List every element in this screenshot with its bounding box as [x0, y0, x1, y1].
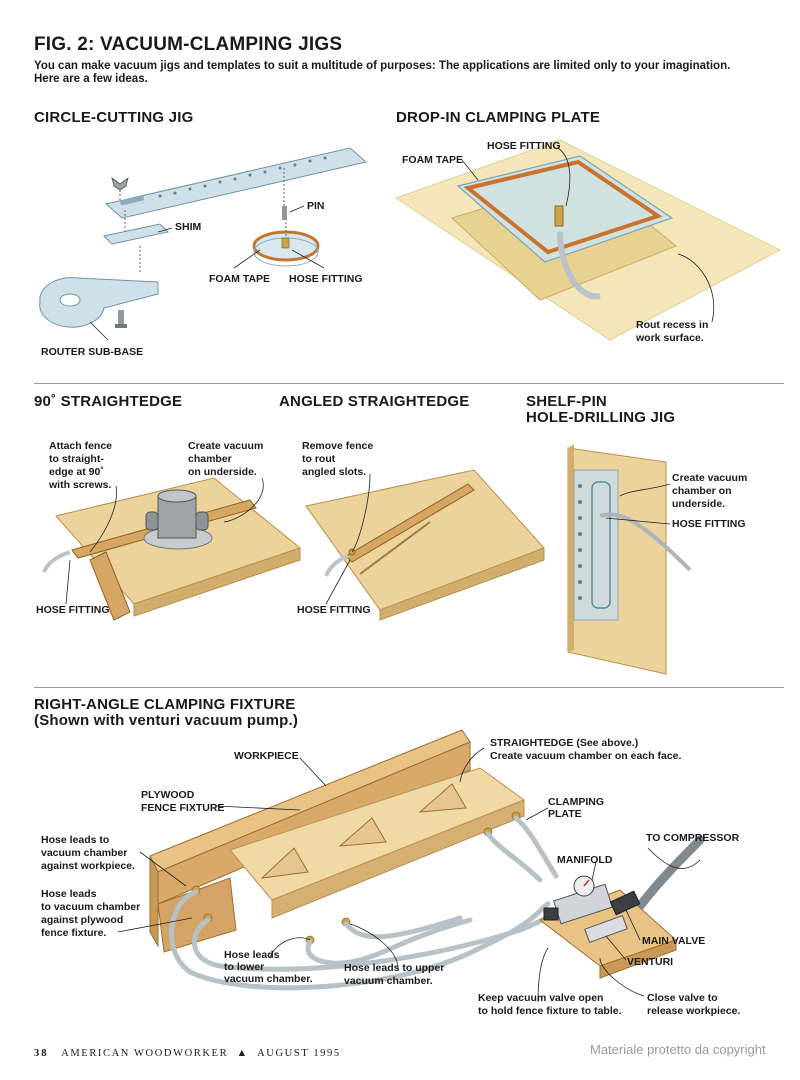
- hose-workpiece-line-2: vacuum chamber: [41, 847, 128, 859]
- issue-date: AUGUST 1995: [257, 1048, 341, 1059]
- attach-fence-line-2: to straight-: [49, 453, 104, 465]
- page-footer: 38 AMERICAN WOODWORKER ▲ AUGUST 1995: [34, 1048, 341, 1059]
- close-valve-line-1: Close valve to: [647, 992, 718, 1004]
- circle-cutting-heading: CIRCLE-CUTTING JIG: [34, 109, 194, 126]
- copyright-watermark: Materiale protetto da copyright: [590, 1042, 766, 1057]
- keep-valve-open-line-1: Keep vacuum valve open: [478, 992, 604, 1004]
- angled-board: [305, 469, 545, 611]
- rout-recess-line-2: work surface.: [636, 332, 704, 344]
- router-sub-base: [39, 277, 159, 328]
- clamping-plate-label-line-1: CLAMPING: [548, 796, 604, 808]
- keep-valve-open-line-2: to hold fence fixture to table.: [478, 1005, 622, 1017]
- workpiece-label: WORKPIECE: [234, 750, 299, 762]
- figure-title: FIG. 2: VACUUM-CLAMPING JIGS: [34, 34, 343, 55]
- right-angle-heading-line-1: RIGHT-ANGLE CLAMPING FIXTURE: [34, 696, 296, 713]
- rout-recess-line-1: Rout recess in: [636, 319, 709, 331]
- straightedge-90-heading: 90˚ STRAIGHTEDGE: [34, 393, 183, 410]
- jig-arm: [104, 147, 368, 219]
- shim-label: SHIM: [175, 221, 202, 233]
- close-valve-line-2: release workpiece.: [647, 1005, 741, 1017]
- create-chamber-line-2: chamber: [188, 453, 232, 465]
- shelf-create-line-3: underside.: [672, 498, 726, 510]
- shelf-pin-illustration: [567, 444, 692, 675]
- page-number: 38: [34, 1048, 49, 1059]
- straightedge-see-above-label: STRAIGHTEDGE (See above.): [490, 737, 639, 749]
- hose-workpiece-line-3: against workpiece.: [41, 860, 135, 872]
- clamping-plate: [456, 155, 674, 263]
- upper-chamber-line-1: Hose leads to upper: [344, 962, 445, 974]
- hose-plywood-line-2: to vacuum chamber: [41, 901, 141, 913]
- drop-in-heading: DROP-IN CLAMPING PLATE: [396, 109, 601, 126]
- hose-workpiece-line-1: Hose leads to: [41, 834, 110, 846]
- angled-straightedge-illustration: [305, 469, 545, 621]
- plywood-label-line-1: PLYWOOD: [141, 789, 195, 801]
- lower-chamber-line-1: Hose leads: [224, 949, 280, 961]
- main-valve: [609, 890, 641, 916]
- shelf-pin-heading-line-1: SHELF-PIN: [526, 393, 607, 410]
- lower-chamber-line-3: vacuum chamber.: [224, 973, 313, 985]
- drop-in-hose-fitting-label: HOSE FITTING: [487, 140, 561, 152]
- venturi-label: VENTURI: [627, 956, 674, 968]
- clamping-plate-label-line-2: PLATE: [548, 808, 582, 820]
- lower-chamber-line-2: to lower: [224, 961, 265, 973]
- hose-plywood-line-4: fence fixture.: [41, 927, 107, 939]
- shelf-pin-heading-line-2: HOLE-DRILLING JIG: [526, 409, 676, 426]
- router-icon: [143, 489, 213, 550]
- manifold-label: MANIFOLD: [557, 854, 613, 866]
- hose-fitting-label: HOSE FITTING: [289, 273, 363, 285]
- drop-in-illustration: [394, 139, 782, 341]
- venturi-body: [584, 914, 628, 944]
- remove-fence-line-3: angled slots.: [302, 466, 367, 478]
- to-compressor-label: TO COMPRESSOR: [646, 832, 740, 844]
- hose-plywood-line-1: Hose leads: [41, 888, 97, 900]
- plywood-label-line-2: FENCE FIXTURE: [141, 802, 225, 814]
- section-divider-2: [34, 687, 784, 688]
- section-divider-1: [34, 383, 784, 384]
- pin-label: PIN: [307, 200, 325, 212]
- right-angle-heading-line-2: (Shown with venturi vacuum pump.): [34, 712, 299, 729]
- shelf-create-line-1: Create vacuum: [672, 472, 748, 484]
- right-angle-illustration: [149, 729, 705, 991]
- create-chamber-line-3: on underside.: [188, 466, 257, 478]
- foam-tape-label: FOAM TAPE: [209, 273, 271, 285]
- wing-nut-icon: [111, 177, 129, 191]
- figure-intro: You can make vacuum jigs and templates t…: [34, 60, 731, 85]
- hose-plywood-line-3: against plywood: [41, 914, 124, 926]
- create-chamber-line-1: Create vacuum: [188, 440, 264, 452]
- straightedge-hose-fitting-label: HOSE FITTING: [36, 604, 110, 616]
- angled-hose-fitting-label: HOSE FITTING: [297, 604, 371, 616]
- create-chamber-each-face-label: Create vacuum chamber on each face.: [490, 750, 682, 762]
- circle-cutting-illustration: [39, 147, 368, 328]
- drop-in-foam-tape-label: FOAM TAPE: [402, 154, 464, 166]
- upper-chamber-line-2: vacuum chamber.: [344, 975, 433, 987]
- attach-fence-line-4: with screws.: [49, 479, 112, 491]
- main-valve-label: MAIN VALVE: [642, 935, 706, 947]
- remove-fence-line-2: to rout: [302, 453, 336, 465]
- magazine-name: AMERICAN WOODWORKER: [61, 1048, 229, 1059]
- attach-fence-line-1: Attach fence: [49, 440, 113, 452]
- router-sub-base-label: ROUTER SUB-BASE: [41, 346, 144, 358]
- shim: [102, 223, 170, 245]
- angled-straightedge-heading: ANGLED STRAIGHTEDGE: [279, 393, 470, 410]
- shelf-hose-fitting-label: HOSE FITTING: [672, 518, 746, 530]
- attach-fence-line-3: edge at 90˚: [49, 466, 104, 478]
- shelf-create-line-2: chamber on: [672, 485, 732, 497]
- remove-fence-line-1: Remove fence: [302, 440, 374, 452]
- straightedge-90-illustration: [42, 477, 302, 621]
- leader-lines: [65, 147, 715, 1003]
- footer-separator-icon: ▲: [236, 1048, 249, 1059]
